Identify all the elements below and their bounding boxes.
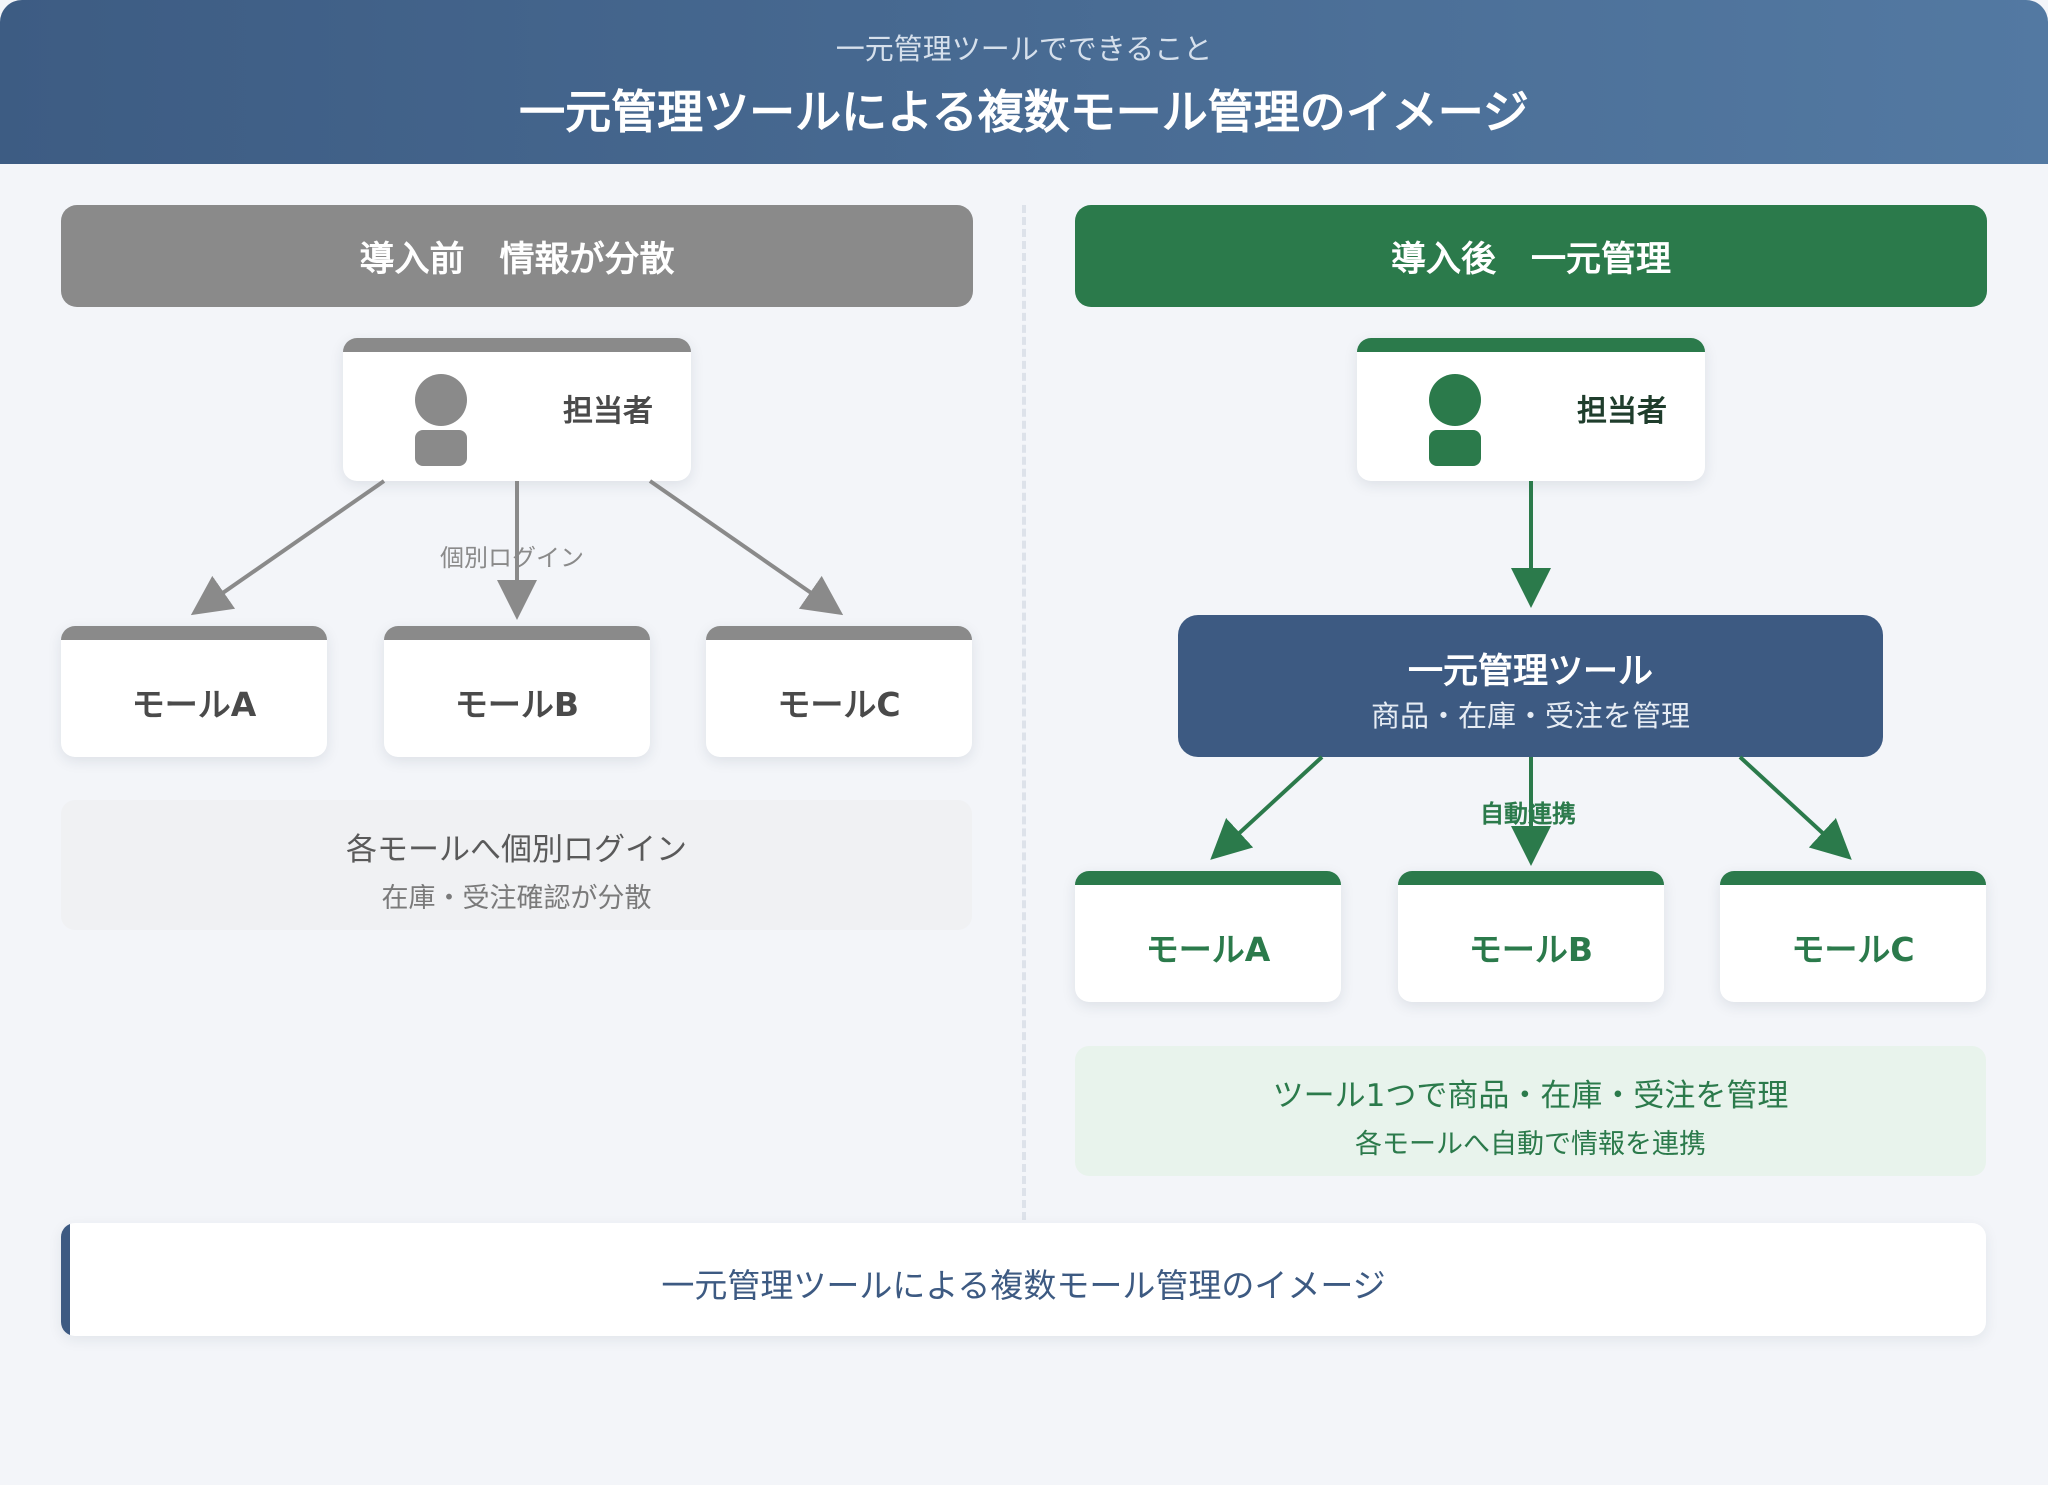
auto-sync-label: 自動連携 bbox=[1480, 800, 1576, 828]
center-divider bbox=[1022, 205, 1026, 1220]
before-mall-a-card: モールA bbox=[61, 626, 327, 757]
before-note: 各モールへ個別ログイン 在庫・受注確認が分散 bbox=[61, 800, 972, 930]
tool-subtitle: 商品・在庫・受注を管理 bbox=[1370, 699, 1690, 733]
mall-label: モールC bbox=[1791, 930, 1915, 969]
card-topbar bbox=[1720, 871, 1986, 885]
after-note-line1: ツール1つで商品・在庫・受注を管理 bbox=[1272, 1078, 1789, 1114]
person-icon-head bbox=[1429, 374, 1481, 426]
card-topbar bbox=[706, 626, 972, 640]
person-icon-body bbox=[1429, 430, 1481, 466]
tool-title: 一元管理ツール bbox=[1407, 652, 1653, 692]
footer-accent-bar bbox=[61, 1223, 70, 1336]
card-topbar bbox=[1398, 871, 1664, 885]
person-icon-head bbox=[415, 374, 467, 426]
unified-tool-box: 一元管理ツール 商品・在庫・受注を管理 bbox=[1178, 615, 1883, 757]
after-mall-a-card: モールA bbox=[1075, 871, 1341, 1002]
before-arrow-a bbox=[190, 479, 386, 616]
individual-login-label: 個別ログイン bbox=[440, 544, 584, 572]
after-heading: 導入後 一元管理 bbox=[1075, 205, 1987, 307]
mall-label: モールB bbox=[454, 685, 580, 724]
before-person-card: 担当者 bbox=[343, 338, 691, 481]
card-topbar bbox=[343, 338, 691, 352]
page-title: 一元管理ツールによる複数モール管理のイメージ bbox=[519, 85, 1529, 139]
person-label: 担当者 bbox=[563, 394, 653, 429]
footer-caption-box: 一元管理ツールによる複数モール管理のイメージ bbox=[61, 1223, 1986, 1336]
header-banner: 一元管理ツールでできること 一元管理ツールによる複数モール管理のイメージ bbox=[0, 0, 2048, 164]
card-topbar bbox=[61, 626, 327, 640]
header-subtitle: 一元管理ツールでできること bbox=[835, 32, 1213, 66]
after-note-line2: 各モールへ自動で情報を連携 bbox=[1355, 1129, 1706, 1160]
mall-label: モールA bbox=[131, 685, 257, 724]
before-mall-c-card: モールC bbox=[706, 626, 972, 757]
before-arrow-c bbox=[648, 479, 844, 616]
before-mall-b-card: モールB bbox=[384, 626, 650, 757]
before-heading: 導入前 情報が分散 bbox=[61, 205, 973, 307]
person-label: 担当者 bbox=[1577, 394, 1667, 429]
card-topbar bbox=[384, 626, 650, 640]
after-person-card: 担当者 bbox=[1357, 338, 1705, 481]
mall-label: モールB bbox=[1468, 930, 1594, 969]
after-arrow-a bbox=[1210, 755, 1324, 860]
after-mall-b-card: モールB bbox=[1398, 871, 1664, 1002]
card-topbar bbox=[1357, 338, 1705, 352]
person-icon-body bbox=[415, 430, 467, 466]
mall-label: モールC bbox=[777, 685, 901, 724]
footer-caption: 一元管理ツールによる複数モール管理のイメージ bbox=[661, 1266, 1386, 1305]
after-mall-c-card: モールC bbox=[1720, 871, 1986, 1002]
mall-label: モールA bbox=[1145, 930, 1271, 969]
after-note: ツール1つで商品・在庫・受注を管理 各モールへ自動で情報を連携 bbox=[1075, 1046, 1986, 1176]
before-note-line2: 在庫・受注確認が分散 bbox=[381, 883, 652, 914]
before-note-line1: 各モールへ個別ログイン bbox=[346, 832, 687, 868]
after-arrow-c bbox=[1738, 755, 1852, 860]
card-topbar bbox=[1075, 871, 1341, 885]
